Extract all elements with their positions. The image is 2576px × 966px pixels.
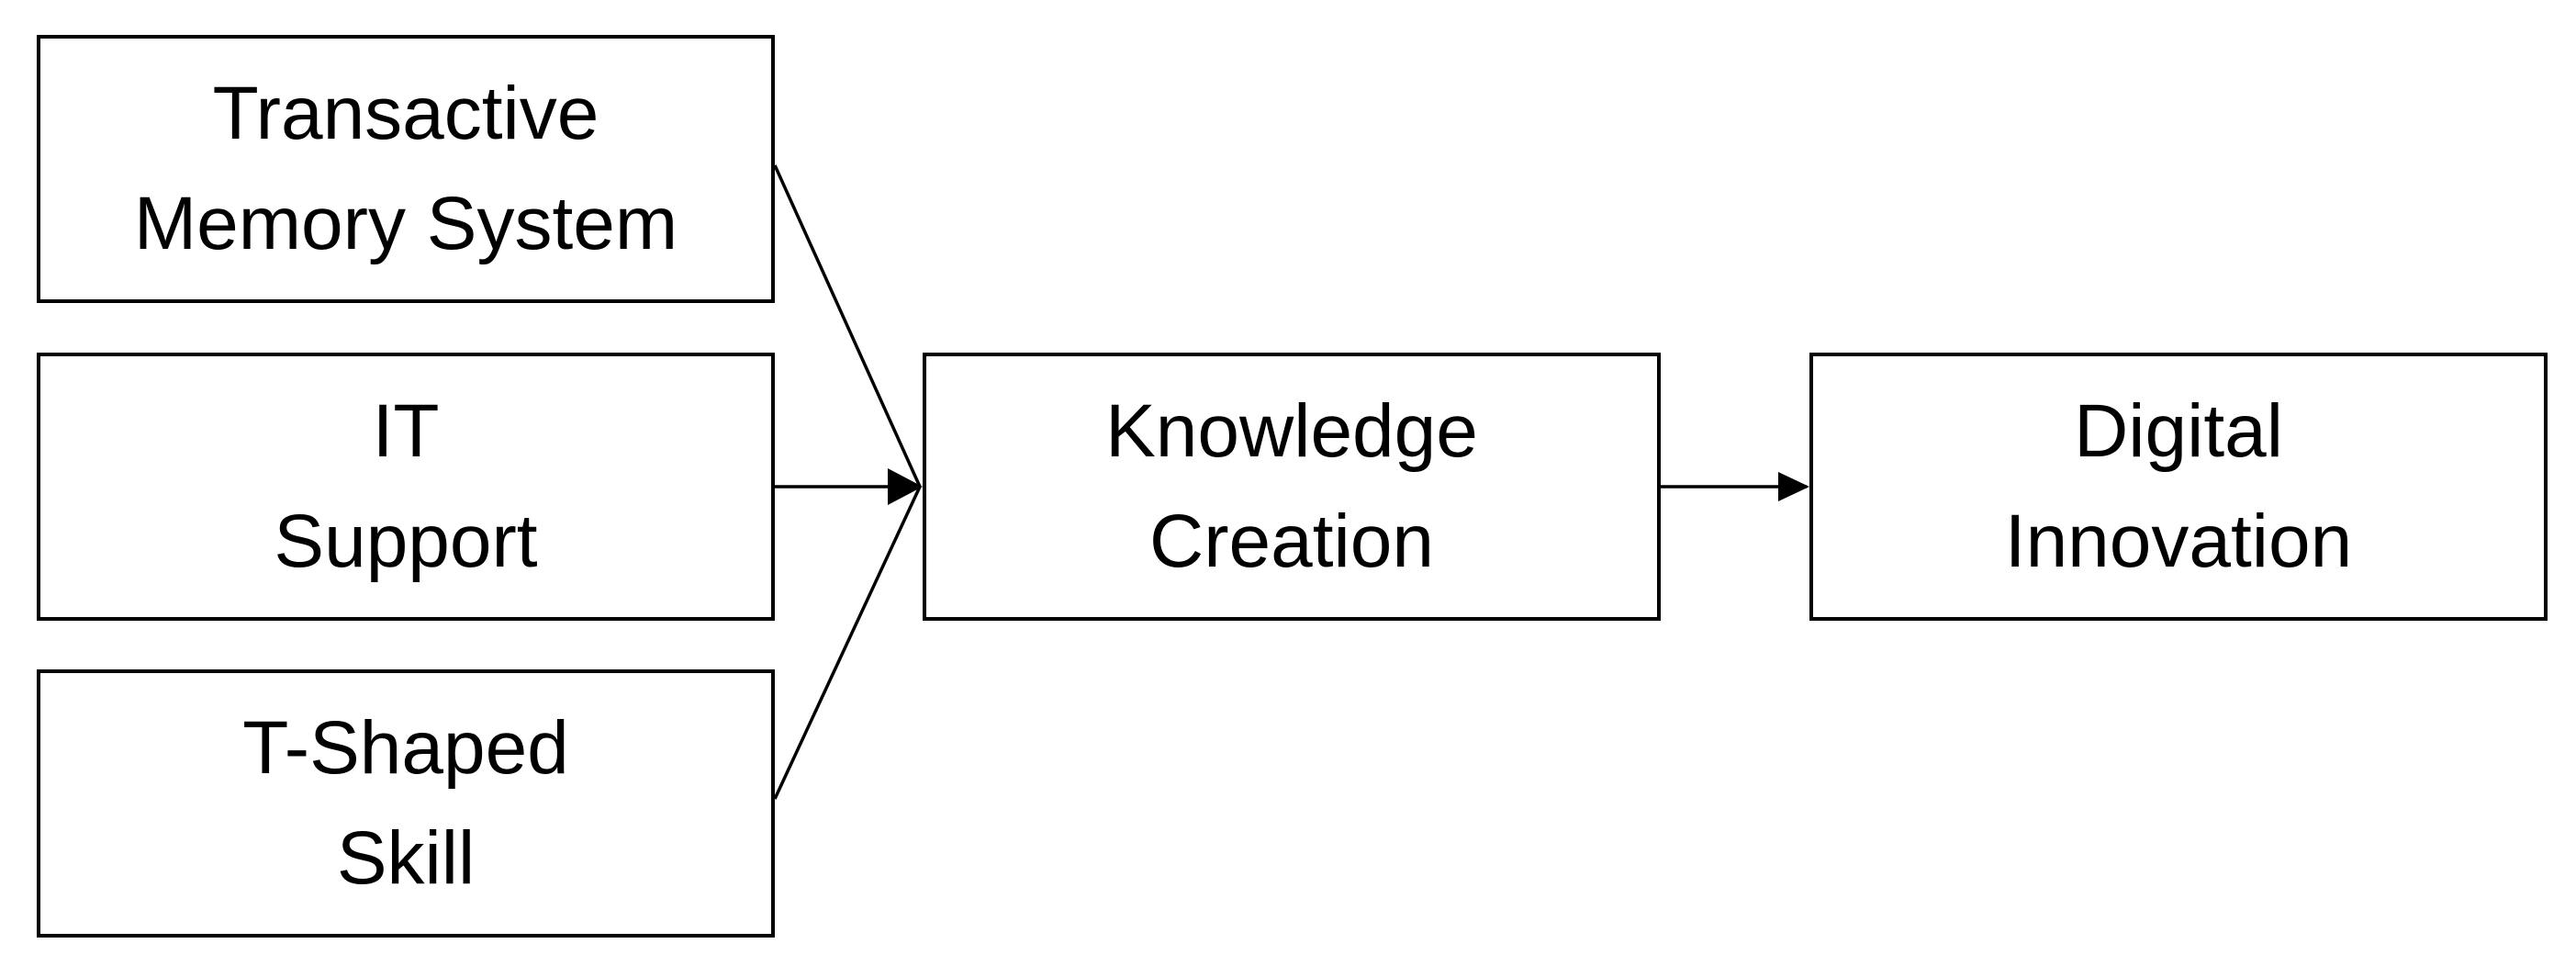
arrow-ts-to-kc <box>773 486 922 800</box>
node-label-line: Support <box>274 500 538 583</box>
node-transactive-memory-system: Transactive Memory System <box>37 35 775 303</box>
node-label-line: T-Shaped <box>242 706 569 790</box>
node-it-support: IT Support <box>37 353 775 621</box>
node-label-line: Transactive <box>212 72 599 155</box>
node-label-line: Skill <box>336 816 476 900</box>
node-label-line: Knowledge <box>1105 389 1478 473</box>
arrowhead-into-di <box>1778 472 1809 501</box>
node-knowledge-creation: Knowledge Creation <box>923 353 1661 621</box>
node-t-shaped-skill: T-Shaped Skill <box>37 669 775 938</box>
arrow-tms-to-kc <box>773 164 922 488</box>
node-label-line: Innovation <box>2004 500 2353 583</box>
node-digital-innovation: Digital Innovation <box>1809 353 2548 621</box>
node-label-line: Memory System <box>133 182 678 265</box>
arrowhead-into-kc <box>888 468 923 505</box>
node-label-line: IT <box>372 389 440 473</box>
node-label-line: Digital <box>2074 389 2283 473</box>
node-label-line: Creation <box>1149 500 1434 583</box>
